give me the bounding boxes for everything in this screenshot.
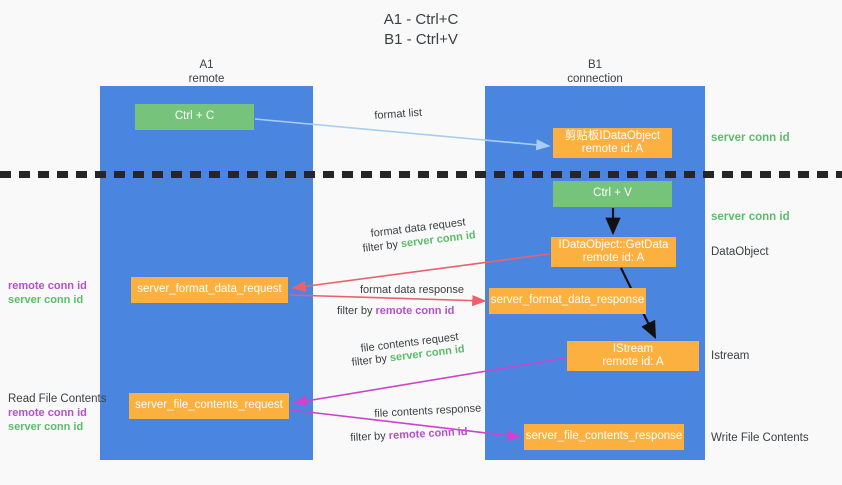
edge-label-format-data-response-filter: filter by remote conn id (337, 305, 454, 317)
column-a1-role: remote (188, 73, 225, 85)
edge-label-format-data-response: format data response (360, 284, 464, 296)
node-clipboard-idataobject[interactable]: 剪贴板IDataObject remote id: A (553, 128, 672, 158)
annotation-read-file-contents: Read File Contents remote conn id server… (8, 392, 106, 434)
node-idataobject-getdata-text: IDataObject::GetData remote id: A (559, 239, 669, 266)
annotation-file-server-conn-id: server conn id (8, 421, 84, 433)
node-clipboard-idataobject-line1: 剪贴板IDataObject (564, 129, 661, 142)
annotation-file-remote-conn-id: remote conn id (8, 407, 87, 419)
node-ctrl-c-label: Ctrl + C (174, 110, 215, 123)
node-ctrl-v-label: Ctrl + V (593, 187, 632, 200)
column-a1-name: A1 (199, 59, 214, 71)
annotation-format-conn-ids: remote conn id server conn id (8, 279, 87, 307)
edge-label-file-contents-response-filter: filter by remote conn id (350, 426, 468, 444)
node-server-file-contents-request-label: server_file_contents_request (135, 399, 283, 412)
node-istream[interactable]: IStream remote id: A (567, 341, 699, 371)
node-clipboard-idataobject-text: 剪贴板IDataObject remote id: A (565, 130, 660, 157)
edge-label-file-contents-response-filter-value: remote conn id (388, 425, 468, 442)
annotation-dataobject: DataObject (711, 246, 769, 258)
node-istream-line1: IStream (612, 342, 654, 355)
node-idataobject-getdata[interactable]: IDataObject::GetData remote id: A (551, 237, 676, 267)
node-server-format-data-response[interactable]: server_format_data_response (489, 288, 646, 314)
node-istream-line2: remote id: A (602, 356, 664, 368)
edge-label-format-data-response-filter-prefix: filter by (337, 305, 376, 317)
node-server-file-contents-request[interactable]: server_file_contents_request (129, 393, 289, 419)
annotation-write-file-contents: Write File Contents (711, 432, 809, 444)
title-line-1: A1 - Ctrl+C (383, 11, 459, 28)
edge-label-file-contents-response: file contents response (374, 402, 482, 420)
node-clipboard-idataobject-line2: remote id: A (581, 143, 644, 155)
edge-label-format-data-request-filter-prefix: filter by (362, 238, 402, 255)
node-ctrl-c[interactable]: Ctrl + C (135, 104, 254, 130)
node-server-file-contents-response-label: server_file_contents_response (525, 430, 683, 443)
title-line-2: B1 - Ctrl+V (384, 31, 458, 48)
node-ctrl-v[interactable]: Ctrl + V (553, 181, 672, 207)
annotation-format-server-conn-id: server conn id (8, 294, 84, 306)
node-server-format-data-request[interactable]: server_format_data_request (131, 277, 288, 303)
page-title: A1 - Ctrl+C B1 - Ctrl+V (0, 10, 842, 50)
node-server-format-data-request-label: server_format_data_request (137, 283, 282, 296)
node-server-format-data-response-label: server_format_data_response (490, 294, 645, 307)
column-header-a1: A1 remote (100, 58, 313, 86)
edge-label-format-data-response-filter-value: remote conn id (375, 305, 455, 317)
edge-label-file-contents-response-filter-prefix: filter by (350, 429, 390, 444)
node-idataobject-getdata-line2: remote id: A (582, 252, 645, 264)
annotation-format-remote-conn-id: remote conn id (8, 280, 87, 292)
node-idataobject-getdata-line1: IDataObject::GetData (558, 238, 669, 251)
edge-label-file-contents-request-filter-prefix: filter by (351, 352, 391, 369)
edge-label-format-list: format list (374, 106, 423, 122)
column-header-b1: B1 connection (485, 58, 705, 86)
annotation-read-file-contents-heading: Read File Contents (8, 393, 107, 405)
annotation-istream: Istream (711, 350, 750, 362)
phase-divider (0, 171, 842, 178)
annotation-server-conn-id-mid: server conn id (711, 211, 790, 223)
column-b1-role: connection (567, 73, 623, 85)
node-server-file-contents-response[interactable]: server_file_contents_response (524, 424, 684, 450)
node-istream-text: IStream remote id: A (602, 343, 663, 370)
annotation-server-conn-id-top: server conn id (711, 132, 790, 144)
column-b1-name: B1 (587, 59, 603, 71)
